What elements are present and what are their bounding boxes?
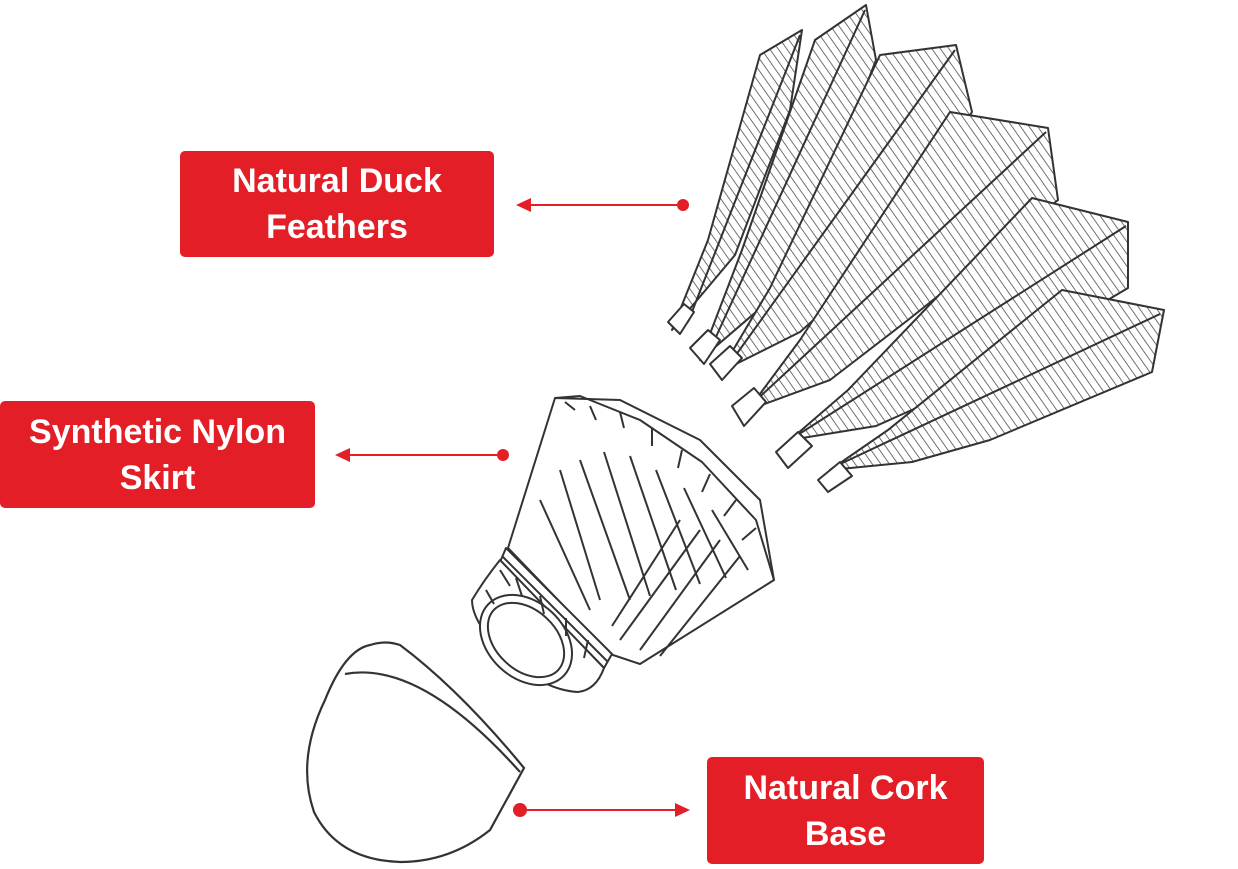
feather [775, 197, 1129, 469]
pointer-cork [513, 803, 690, 817]
label-line: Natural Cork [743, 768, 948, 807]
label-natural-cork-base: Natural Cork Base [707, 757, 984, 864]
label-line: Skirt [119, 458, 196, 497]
label-natural-duck-feathers: Natural Duck Feathers [180, 151, 494, 257]
label-synthetic-nylon-skirt: Synthetic Nylon Skirt [0, 401, 315, 508]
arrowhead-icon [335, 448, 350, 462]
feathers-illustration [667, 4, 1165, 493]
cork-base-illustration [306, 641, 526, 864]
feather [667, 29, 803, 335]
label-line: Base [804, 814, 887, 853]
feather [731, 111, 1059, 427]
nylon-skirt-illustration [471, 395, 775, 693]
arrowhead-icon [516, 198, 531, 212]
label-line: Feathers [266, 208, 408, 246]
pointer-skirt [335, 448, 509, 462]
arrowhead-icon [675, 803, 690, 817]
skirt-ring [471, 559, 605, 693]
pointer-feathers [516, 198, 689, 212]
feather [817, 289, 1165, 493]
label-line: Synthetic Nylon [29, 412, 286, 451]
label-line: Natural Duck [232, 162, 442, 200]
